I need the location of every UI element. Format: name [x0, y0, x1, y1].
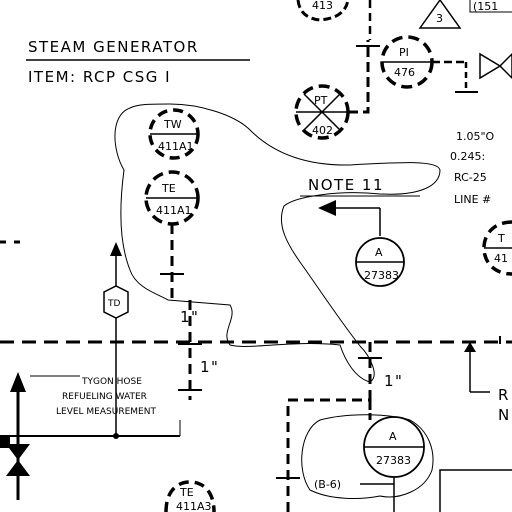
title-line2: ITEM: RCP CSG I [28, 68, 171, 86]
line-text-3: RC-25 [454, 171, 487, 184]
instrument-te-411a1: TE 411A1 [144, 170, 200, 300]
tygon-line2: REFUELING WATER [62, 392, 147, 402]
instrument-a-upper: A 27383 [318, 200, 405, 287]
instrument-te-411a3: TE 411A3 [164, 480, 216, 512]
pt-402-num: 402 [312, 124, 333, 137]
tygon-line3: LEVEL MEASUREMENT [56, 407, 156, 417]
label-r: R [498, 386, 510, 404]
tygon-note: TYGON HOSE REFUELING WATER LEVEL MEASURE… [0, 375, 181, 439]
line-note: 1.05"O 0.245: RC-25 LINE # [450, 130, 495, 206]
instrument-pt-402: PT 402 [294, 84, 350, 140]
right-side-labels: R N [464, 336, 511, 424]
line-text-4: LINE # [454, 193, 491, 206]
instrument-triangle-num: 3 [436, 12, 443, 25]
note-11-text: NOTE 11 [308, 176, 384, 194]
instrument-pi-476: PI 476 [380, 35, 466, 89]
right-edge-tag: T [497, 232, 505, 245]
size-label-3: 1" [384, 372, 403, 390]
a-upper-num: 27383 [364, 269, 399, 282]
hex-tag: TD [107, 299, 120, 309]
pi-476-num: 476 [394, 66, 415, 79]
te-bottom-num: 411A3 [176, 500, 212, 512]
instrument-hex: TD [103, 242, 129, 436]
right-edge-num: 41 [494, 252, 508, 265]
ref-b6-text: (B-6) [314, 478, 341, 491]
ref-b6: (B-6) [314, 478, 394, 491]
valve-top-right [455, 52, 512, 93]
a-lower-num: 27383 [376, 454, 411, 467]
a-upper-tag: A [375, 246, 383, 259]
tw-num: 411A1 [158, 140, 194, 153]
pi-476-tag: PI [399, 46, 409, 59]
instrument-151-num: (151 [473, 0, 498, 13]
tygon-line1: TYGON HOSE [81, 377, 142, 387]
a-lower-tag: A [389, 430, 397, 443]
te-tag: TE [161, 182, 176, 195]
line-text-1: 1.05"O [456, 130, 495, 143]
size-label-2: 1" [200, 358, 219, 376]
valve-left [0, 372, 30, 500]
label-n: N [498, 406, 511, 424]
tw-tag: TW [163, 118, 182, 131]
note-11: NOTE 11 [300, 176, 420, 197]
instrument-413-num: 413 [312, 0, 333, 12]
line-text-2: 0.245: [450, 150, 485, 163]
cloud-boundary-upper [114, 103, 441, 383]
instrument-triangle: 3 (151 [368, 0, 512, 40]
box-bottom-right [439, 469, 512, 512]
te-bottom-tag: TE [179, 486, 194, 499]
pt-402-tag: PT [314, 94, 328, 107]
te-num: 411A1 [156, 204, 192, 217]
instrument-413: 413 [296, 0, 350, 22]
instrument-a-lower: A 27383 [363, 416, 425, 512]
title-block: STEAM GENERATOR ITEM: RCP CSG I [26, 38, 250, 86]
instrument-right-edge: T 41 [482, 220, 512, 276]
title-line1: STEAM GENERATOR [28, 38, 199, 56]
instrument-tw-411a1: TW 411A1 [148, 108, 200, 160]
